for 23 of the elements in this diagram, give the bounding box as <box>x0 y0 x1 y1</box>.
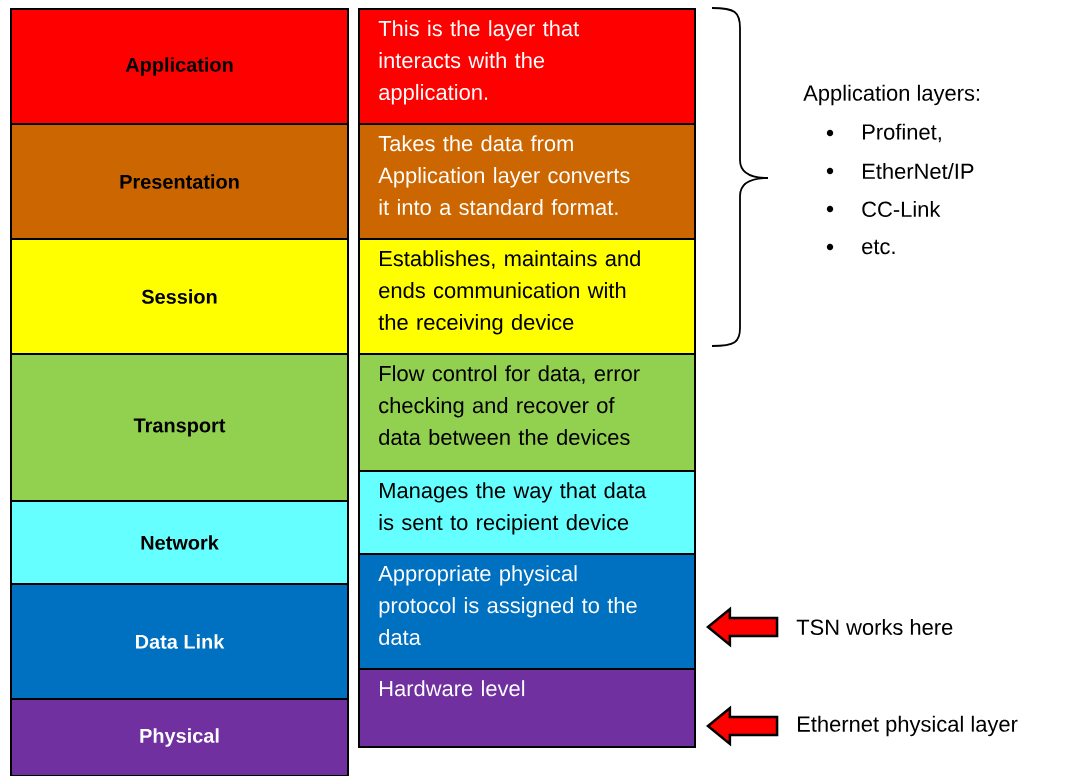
layer-box: Physical <box>10 698 349 776</box>
annotation-text: Ethernet physical layer <box>798 715 1018 737</box>
layer-box: Network <box>10 500 349 585</box>
bullet-item: CC-Link <box>862 200 941 218</box>
description-box: Takes the data from Application layer converts it into a standard format. <box>358 123 696 240</box>
description-box: Appropriate physical protocol is assigned to the data <box>358 553 696 670</box>
block-arrow <box>706 705 779 747</box>
bullet-item: EtherNet/IP <box>863 162 974 180</box>
description-box: Hardware level <box>358 668 696 748</box>
block-arrow <box>706 606 779 648</box>
list-heading: Application layers: <box>803 84 979 106</box>
annotation-text: TSN works here <box>796 618 953 636</box>
layer-box: Presentation <box>10 123 349 240</box>
description-box: Establishes, maintains and ends communication with the receiving device <box>358 238 696 355</box>
layer-box: Application <box>10 8 349 125</box>
layer-box: Session <box>10 238 349 355</box>
description-box: This is the layer that interacts with the application. <box>358 8 696 125</box>
description-box: Manages the way that data is sent to recipient device <box>358 470 696 555</box>
layer-box: Transport <box>10 353 349 502</box>
description-box: Flow control for data, error checking and recover of data between the devices <box>358 353 696 472</box>
bullet-item: Profinet, <box>863 123 941 143</box>
bullet-item: etc. <box>862 239 895 255</box>
layer-box: Data Link <box>10 583 349 700</box>
